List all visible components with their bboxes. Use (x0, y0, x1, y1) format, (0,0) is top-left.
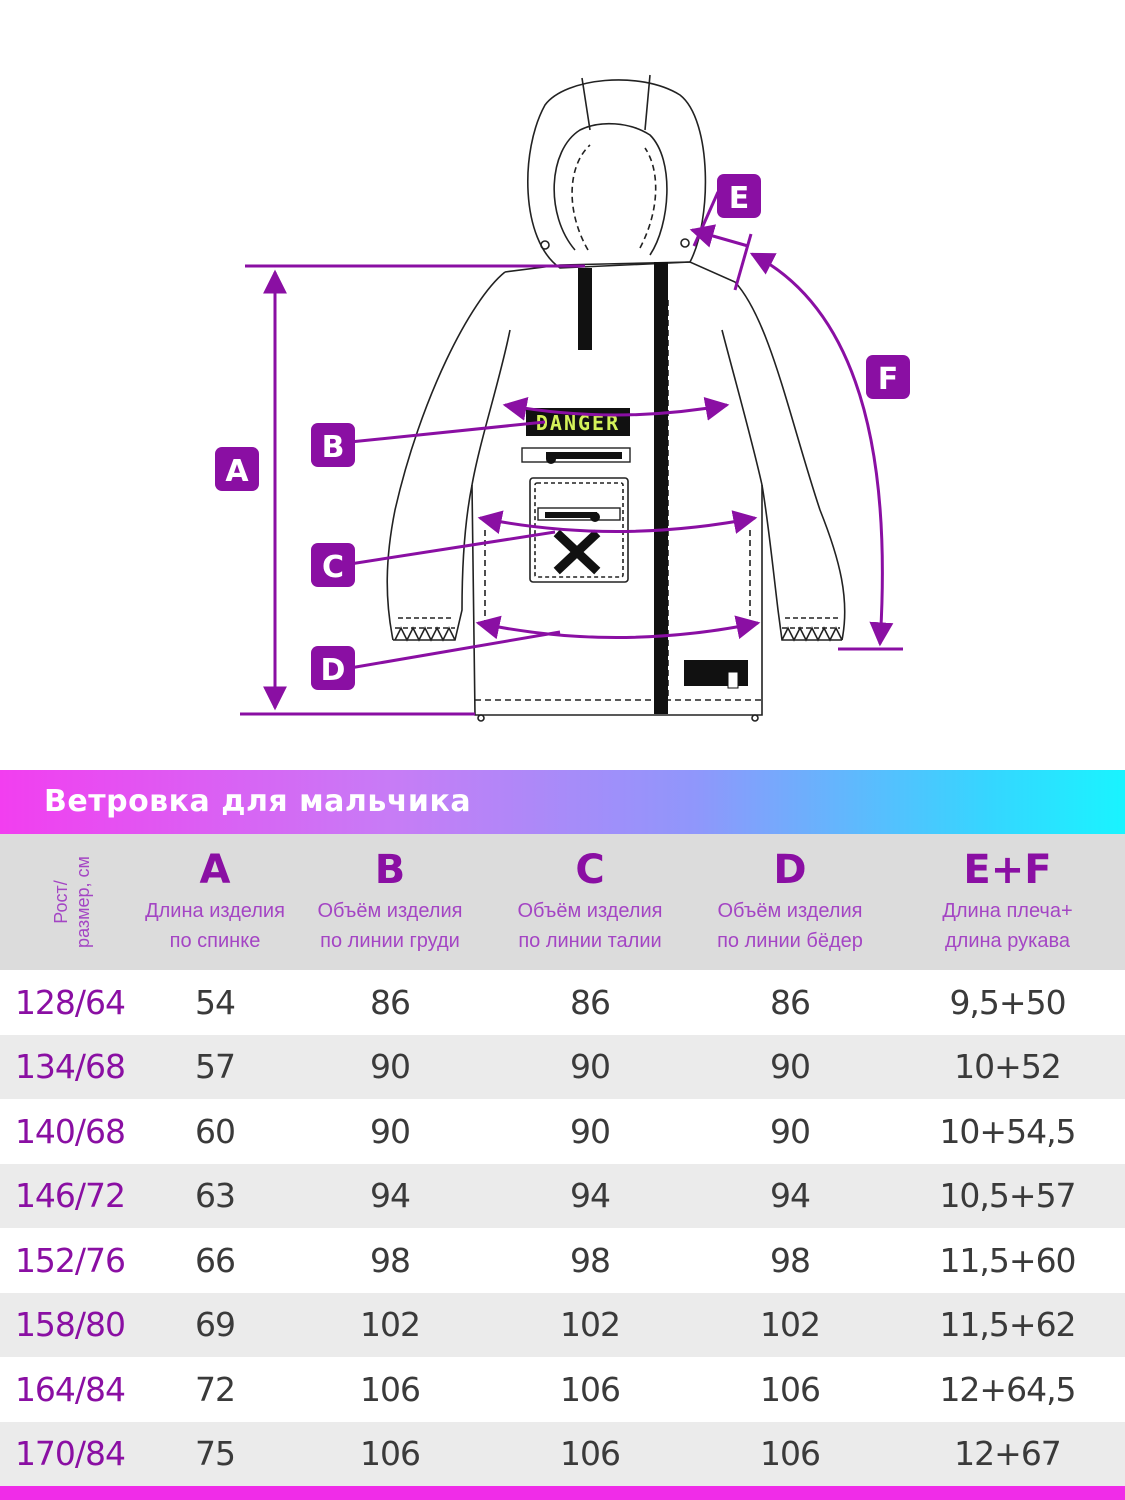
table-row: 140/68 60 90 90 90 10+54,5 (0, 1099, 1125, 1164)
cell-a: 69 (140, 1292, 290, 1357)
header-a: A Длина изделия по спинке (140, 834, 290, 970)
cell-a: 66 (140, 1228, 290, 1293)
size-cell: 146/72 (0, 1163, 140, 1228)
cell-ef: 10,5+57 (890, 1163, 1125, 1228)
title-banner: Ветровка для мальчика (0, 770, 1125, 834)
svg-text:F: F (878, 362, 899, 397)
cross-icon (553, 529, 601, 575)
table-row: 164/84 72 106 106 106 12+64,5 (0, 1357, 1125, 1422)
cell-ef: 10+54,5 (890, 1099, 1125, 1164)
cell-c: 86 (490, 970, 690, 1035)
header-desc-c: Объём изделия по линии талии (517, 900, 663, 952)
svg-text:C: C (322, 550, 344, 585)
table-row: 158/80 69 102 102 102 11,5+62 (0, 1292, 1125, 1357)
cell-ef: 12+64,5 (890, 1357, 1125, 1422)
header-desc-d: Объём изделия по линии бёдер (717, 900, 863, 952)
cell-d: 102 (690, 1292, 890, 1357)
size-cell: 164/84 (0, 1357, 140, 1422)
cell-ef: 11,5+60 (890, 1228, 1125, 1293)
svg-text:B: B (322, 430, 345, 465)
header-desc-a: Длина изделия по спинке (145, 900, 285, 952)
cell-a: 54 (140, 970, 290, 1035)
cell-c: 90 (490, 1034, 690, 1099)
table-row: 146/72 63 94 94 94 10,5+57 (0, 1163, 1125, 1228)
banner-title: Ветровка для мальчика (44, 784, 472, 819)
marker-f: F (866, 355, 910, 399)
svg-text:A: A (225, 454, 249, 489)
cell-b: 98 (290, 1228, 490, 1293)
size-table: Рост/ размер, см A Длина изделия по спин… (0, 834, 1125, 1486)
measurement-lines (240, 191, 903, 716)
cell-d: 86 (690, 970, 890, 1035)
header-d: D Объём изделия по линии бёдер (690, 834, 890, 970)
header-letter-b: B (374, 847, 406, 893)
size-cell: 158/80 (0, 1292, 140, 1357)
table-row: 128/64 54 86 86 86 9,5+50 (0, 970, 1125, 1035)
marker-a: A (215, 447, 259, 491)
cell-c: 106 (490, 1357, 690, 1422)
table-row: 170/84 75 106 106 106 12+67 (0, 1421, 1125, 1486)
cell-a: 57 (140, 1034, 290, 1099)
header-size: Рост/ размер, см (0, 834, 140, 970)
jacket-outline (386, 74, 846, 722)
cell-b: 86 (290, 970, 490, 1035)
cell-d: 90 (690, 1034, 890, 1099)
jacket-diagram: DANGER A B (215, 74, 910, 722)
cell-a: 72 (140, 1357, 290, 1422)
marker-c: C (311, 543, 355, 587)
cell-b: 106 (290, 1357, 490, 1422)
hood-zip-tab (578, 268, 592, 350)
header-desc-ef: Длина плеча+ длина рукава (942, 900, 1073, 952)
zipper (654, 262, 668, 714)
marker-e: E (717, 174, 761, 218)
svg-text:D: D (321, 653, 346, 688)
cell-c: 98 (490, 1228, 690, 1293)
header-letter-a: A (199, 847, 231, 893)
cell-c: 106 (490, 1421, 690, 1486)
cell-b: 90 (290, 1034, 490, 1099)
size-header-label: Рост/ размер, см (51, 856, 93, 948)
header-c: C Объём изделия по линии талии (490, 834, 690, 970)
size-cell: 134/68 (0, 1034, 140, 1099)
bottom-accent-bar (0, 1486, 1125, 1500)
header-letter-d: D (773, 847, 807, 893)
cell-ef: 10+52 (890, 1034, 1125, 1099)
cell-a: 60 (140, 1099, 290, 1164)
cell-c: 94 (490, 1163, 690, 1228)
cell-d: 98 (690, 1228, 890, 1293)
cell-b: 106 (290, 1421, 490, 1486)
table-row: 134/68 57 90 90 90 10+52 (0, 1034, 1125, 1099)
cell-a: 75 (140, 1421, 290, 1486)
table-row: 152/76 66 98 98 98 11,5+60 (0, 1228, 1125, 1293)
header-b: B Объём изделия по линии груди (290, 834, 490, 970)
marker-d: D (311, 646, 355, 690)
cell-b: 90 (290, 1099, 490, 1164)
svg-text:E: E (729, 181, 750, 216)
cell-ef: 12+67 (890, 1421, 1125, 1486)
cell-c: 102 (490, 1292, 690, 1357)
size-cell: 152/76 (0, 1228, 140, 1293)
marker-b: B (311, 423, 355, 467)
header-letter-c: C (575, 847, 605, 893)
header-ef: E+F Длина плеча+ длина рукава (890, 834, 1125, 970)
table-header-row: Рост/ размер, см A Длина изделия по спин… (0, 834, 1125, 970)
cell-ef: 9,5+50 (890, 970, 1125, 1035)
cell-d: 90 (690, 1099, 890, 1164)
cell-b: 102 (290, 1292, 490, 1357)
header-desc-b: Объём изделия по линии груди (317, 900, 463, 952)
size-cell: 140/68 (0, 1099, 140, 1164)
cell-b: 94 (290, 1163, 490, 1228)
cell-d: 94 (690, 1163, 890, 1228)
cell-a: 63 (140, 1163, 290, 1228)
cell-ef: 11,5+62 (890, 1292, 1125, 1357)
size-cell: 128/64 (0, 970, 140, 1035)
header-letter-ef: E+F (963, 847, 1052, 893)
cell-d: 106 (690, 1357, 890, 1422)
size-cell: 170/84 (0, 1421, 140, 1486)
cell-c: 90 (490, 1099, 690, 1164)
cell-d: 106 (690, 1421, 890, 1486)
